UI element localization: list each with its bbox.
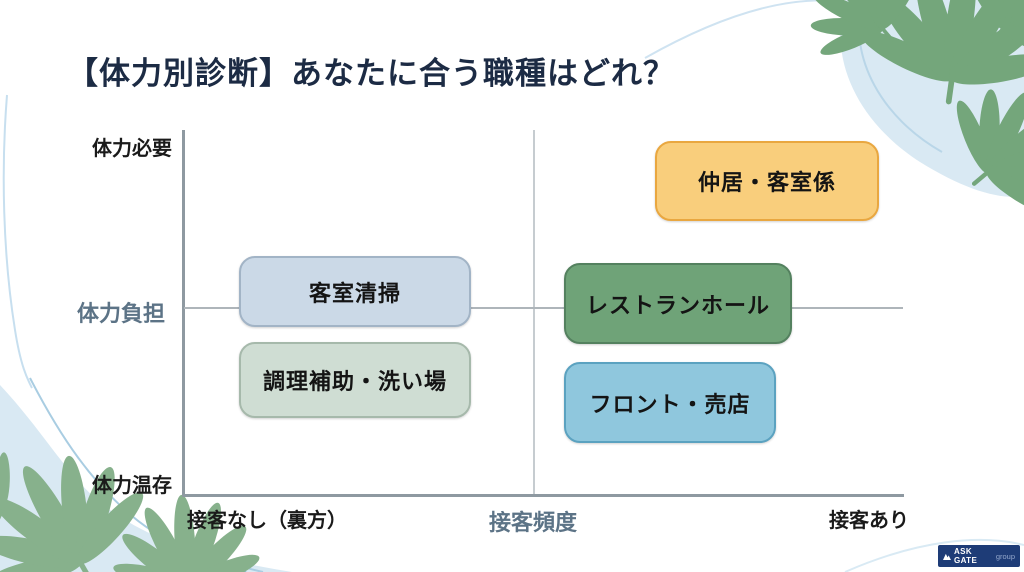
job-box-restaurant-hall: レストランホール [564, 263, 792, 344]
x-axis-label-right: 接客あり [829, 510, 909, 532]
y-axis-line [182, 130, 185, 497]
x-axis-title: 接客頻度 [489, 510, 578, 535]
logo-brand-text: ASK GATE [953, 547, 978, 565]
job-box-front-desk-shop: フロント・売店 [564, 362, 776, 443]
x-axis-label-left: 接客なし（裏方） [187, 510, 347, 532]
wave-left-line [2, 94, 33, 389]
logo-suffix-text: group [995, 551, 1015, 561]
company-logo: ASK GATE group [938, 545, 1020, 567]
y-axis-label-bottom: 体力温存 [92, 475, 172, 497]
job-box-nakai-room-attendant: 仲居・客室係 [655, 141, 879, 221]
y-midpoint-divider-line [184, 307, 903, 309]
x-axis-line [183, 494, 904, 497]
page-title: 【体力別診断】あなたに合う職種はどれ？ [67, 56, 675, 91]
mountain-logo-icon [943, 553, 951, 560]
y-axis-title: 体力負担 [77, 301, 166, 326]
job-box-room-cleaning: 客室清掃 [239, 256, 471, 327]
job-box-kitchen-assist-dishwashing: 調理補助・洗い場 [239, 342, 471, 418]
y-axis-label-top: 体力必要 [92, 138, 172, 160]
x-midpoint-divider-line [533, 130, 535, 495]
